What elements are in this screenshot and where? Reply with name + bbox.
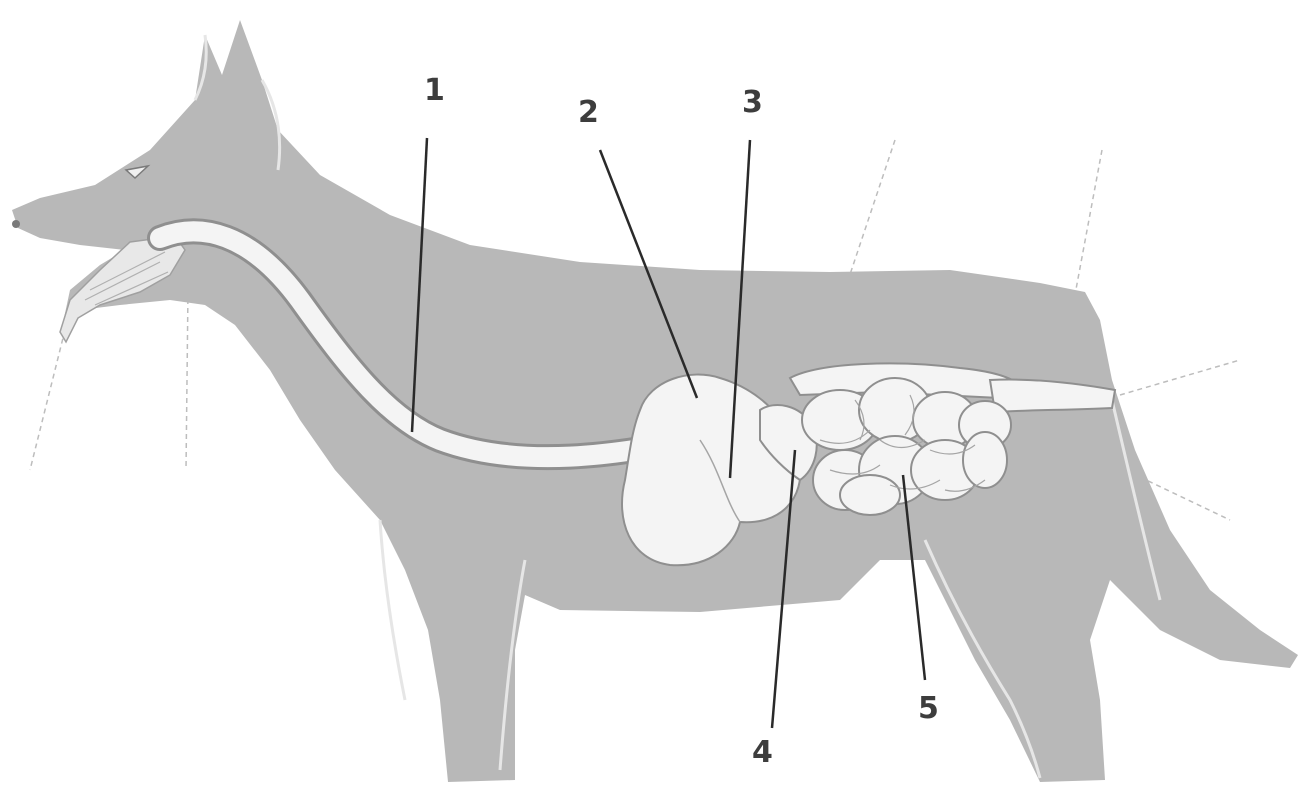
guide-line-neck (186, 290, 188, 470)
guide-line-anus (1120, 360, 1240, 395)
label-2: 2 (578, 95, 599, 130)
intestine-loop (963, 432, 1007, 488)
label-4: 4 (752, 735, 773, 770)
nose-icon (12, 220, 20, 228)
label-5: 5 (918, 691, 939, 726)
label-1: 1 (424, 73, 445, 108)
intestine-loop (840, 475, 900, 515)
guide-line-head (30, 330, 65, 470)
label-3: 3 (742, 85, 763, 120)
